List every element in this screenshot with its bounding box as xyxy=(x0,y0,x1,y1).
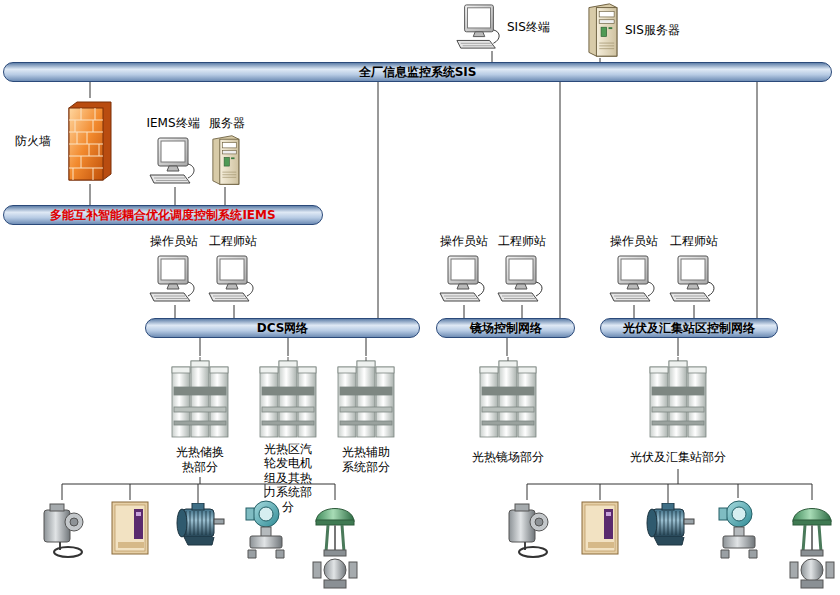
computer-icon xyxy=(209,256,253,301)
network-link xyxy=(507,338,508,356)
network-link xyxy=(90,82,91,98)
network-link xyxy=(694,305,695,318)
controller-node: 光热镜场部分 xyxy=(464,356,552,466)
node-label: IEMS终端 xyxy=(146,116,199,130)
network-link xyxy=(200,338,201,356)
node-label: 光热储换热部分 xyxy=(175,445,225,474)
network-link xyxy=(560,82,561,318)
transmitter-icon xyxy=(246,501,284,558)
computer-icon xyxy=(150,138,194,183)
network-link xyxy=(288,338,289,356)
computer-icon xyxy=(150,256,194,301)
node-label: 光伏及汇集站部分 xyxy=(630,450,726,464)
bus-label: DCS网络 xyxy=(257,321,309,335)
computer-icon xyxy=(440,256,484,301)
server-icon xyxy=(213,136,239,185)
node-label: 操作员站 xyxy=(440,234,488,248)
node-label: 工程师站 xyxy=(670,234,718,248)
node-label: 操作员站 xyxy=(610,234,658,248)
terminal-node: IEMS终端 xyxy=(142,116,204,187)
computer-icon xyxy=(670,256,714,301)
drive-icon xyxy=(582,502,618,554)
bus-label: 多能互补智能耦合优化调度控制系统IEMS xyxy=(50,208,275,222)
computer-icon xyxy=(457,5,499,48)
network-link xyxy=(464,305,465,318)
motor-icon xyxy=(647,503,694,545)
firewall-icon xyxy=(69,102,111,180)
network-link xyxy=(378,82,379,318)
bus-label: 光伏及汇集站区控制网络 xyxy=(623,321,755,335)
server-node: 服务器 xyxy=(203,116,251,187)
controller-cabinet xyxy=(260,357,316,437)
network-link xyxy=(366,338,367,356)
controller-cabinet xyxy=(480,357,536,437)
network-link xyxy=(90,184,91,205)
engineer-station: 工程师站 xyxy=(204,234,262,305)
engineer-station: 工程师站 xyxy=(493,234,551,305)
controller-node: 光热区汽轮发电机组及其热力系统部分 xyxy=(254,356,322,516)
bus-label: 镜场控制网络 xyxy=(470,321,542,335)
controller-node: 光伏及汇集站部分 xyxy=(620,356,736,466)
drive-icon xyxy=(112,502,148,554)
network-bus: 多能互补智能耦合优化调度控制系统IEMS xyxy=(3,205,323,225)
transmitter-icon xyxy=(719,501,757,558)
network-link xyxy=(522,305,523,318)
network-link xyxy=(234,305,235,318)
network-link xyxy=(175,305,176,318)
operator-station: 操作员站 xyxy=(435,234,493,305)
network-link xyxy=(634,305,635,318)
controller-cabinet xyxy=(650,357,706,437)
network-bus: 镜场控制网络 xyxy=(436,318,575,338)
network-bus: DCS网络 xyxy=(145,318,420,338)
valve-icon xyxy=(313,509,357,589)
node-label: 服务器 xyxy=(209,116,245,130)
network-link xyxy=(175,187,176,205)
actuator-icon xyxy=(509,504,548,557)
node-label: SIS服务器 xyxy=(625,23,680,37)
node-label: 操作员站 xyxy=(150,234,198,248)
network-bus: 全厂信息监控系统SIS xyxy=(3,62,832,82)
network-link xyxy=(678,338,679,356)
node-label: 光热辅助系统部分 xyxy=(341,445,391,474)
node-label: SIS终端 xyxy=(507,20,550,34)
valve-icon xyxy=(790,509,834,589)
terminal-node: SIS终端 xyxy=(455,3,567,51)
controller-node: 光热储换热部分 xyxy=(166,356,234,476)
server-icon xyxy=(589,4,617,56)
controller-cabinet xyxy=(172,357,228,437)
controller-node: 光热辅助系统部分 xyxy=(332,356,400,476)
field-bus xyxy=(62,469,812,503)
node-label: 工程师站 xyxy=(498,234,546,248)
network-link xyxy=(492,51,493,62)
network-link xyxy=(757,82,758,318)
server-node: SIS服务器 xyxy=(583,2,695,58)
computer-icon xyxy=(610,256,654,301)
network-link xyxy=(225,187,226,205)
operator-station: 操作员站 xyxy=(605,234,663,305)
node-label: 光热区汽轮发电机组及其热力系统部分 xyxy=(263,442,313,514)
node-label: 工程师站 xyxy=(209,234,257,248)
computer-icon xyxy=(498,256,542,301)
node-label: 防火墙 xyxy=(15,134,51,148)
firewall-node: 防火墙 xyxy=(15,98,115,184)
motor-icon xyxy=(177,503,224,545)
node-label: 光热镜场部分 xyxy=(472,450,544,464)
operator-station: 操作员站 xyxy=(145,234,203,305)
network-bus: 光伏及汇集站区控制网络 xyxy=(600,318,778,338)
engineer-station: 工程师站 xyxy=(665,234,723,305)
actuator-icon xyxy=(44,504,83,557)
controller-cabinet xyxy=(338,357,394,437)
bus-label: 全厂信息监控系统SIS xyxy=(359,65,477,79)
